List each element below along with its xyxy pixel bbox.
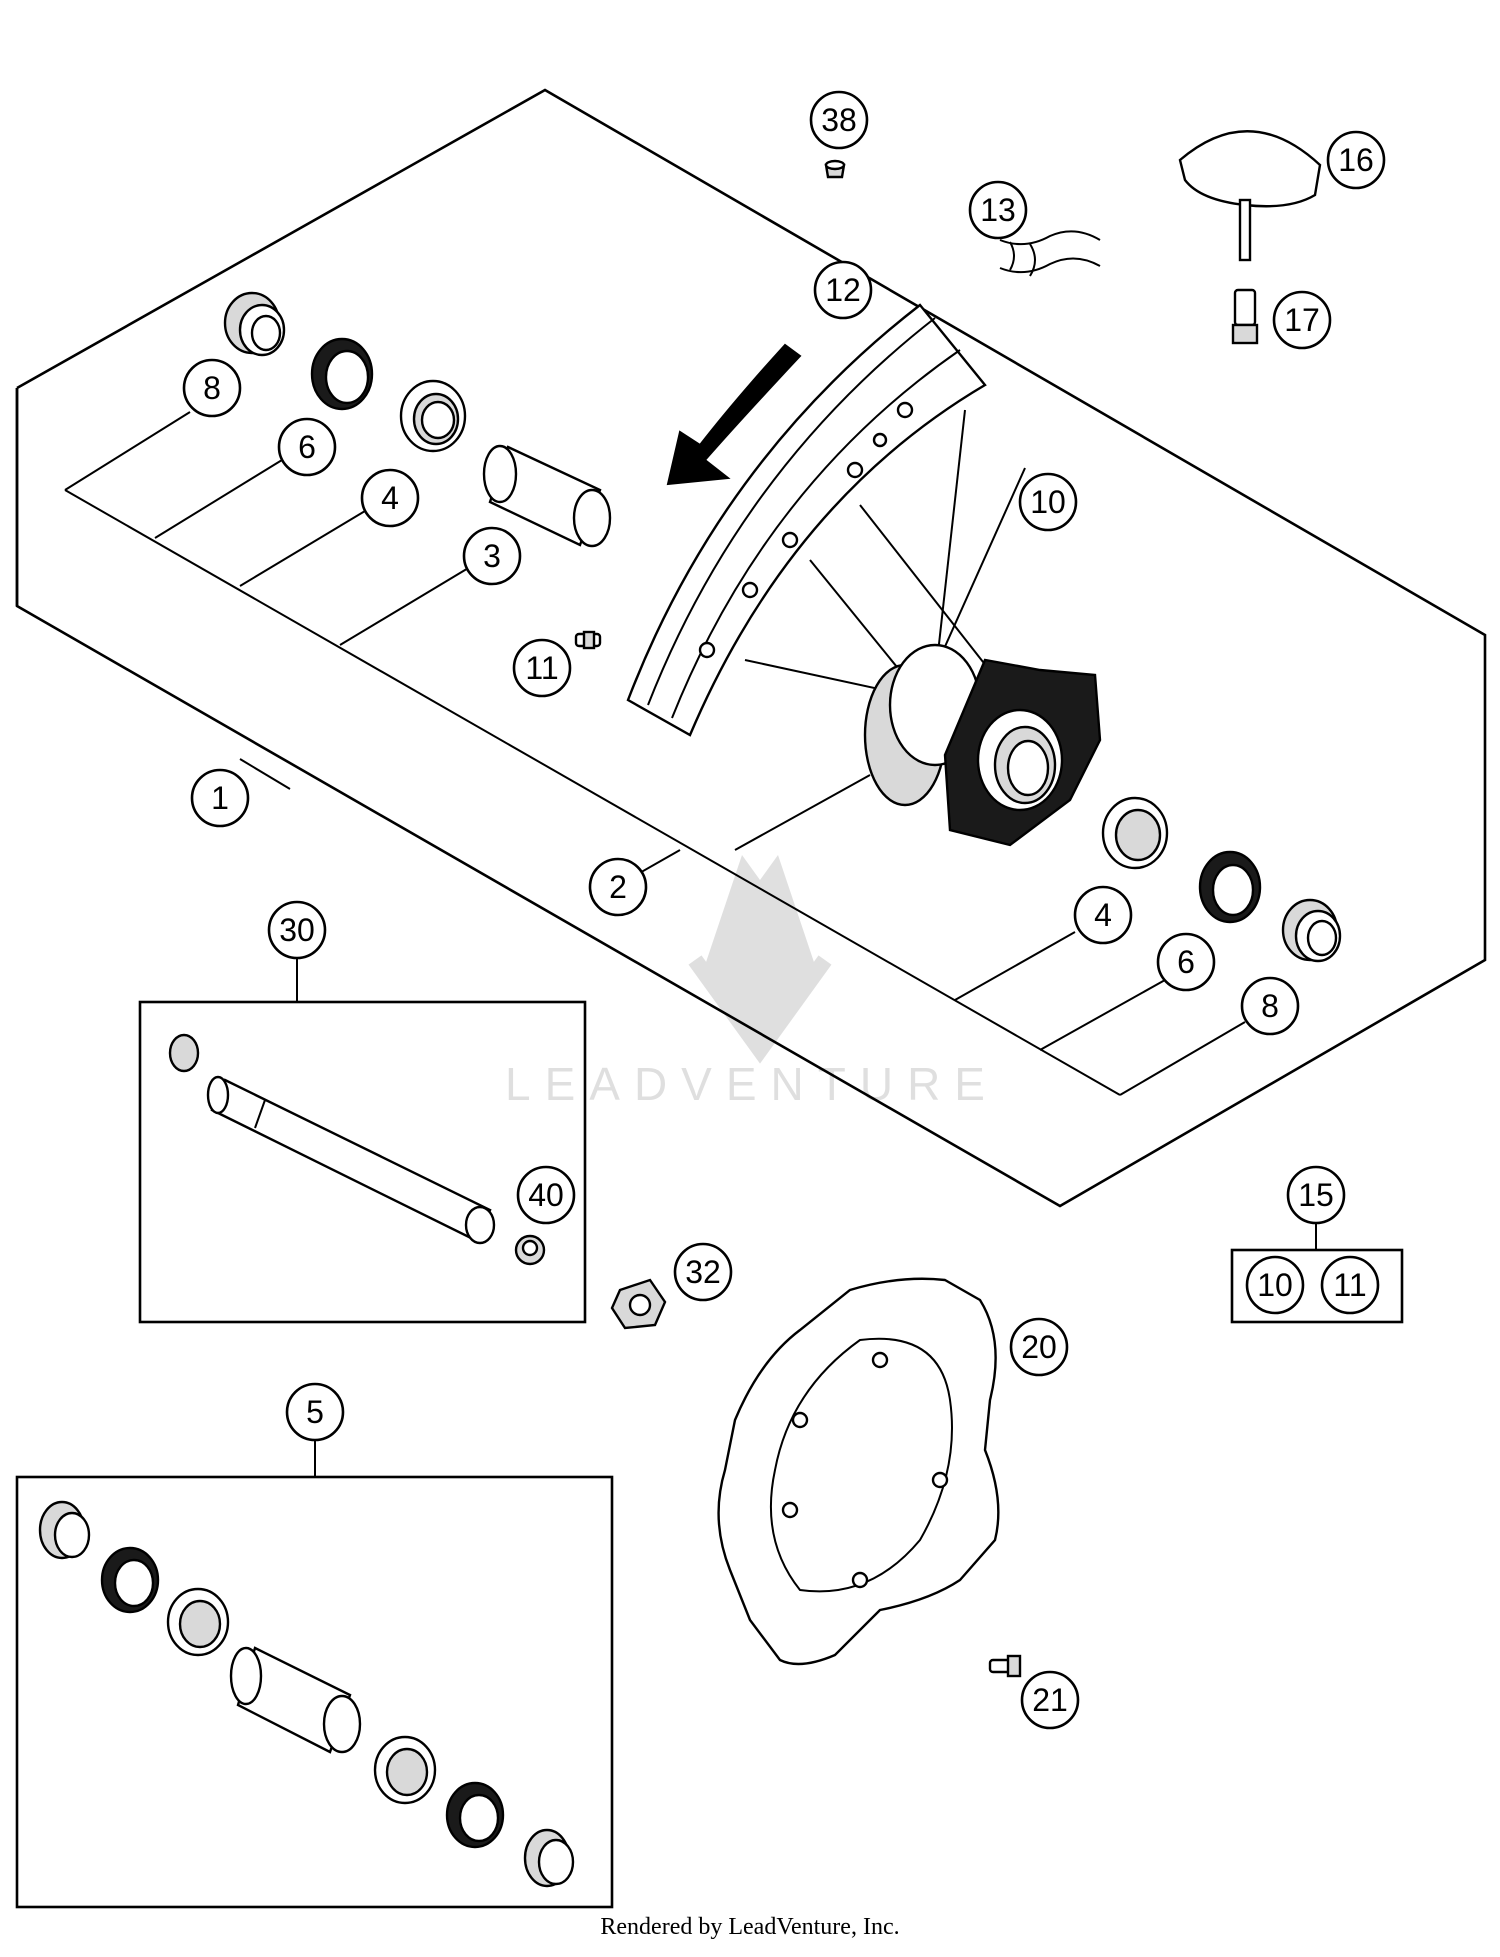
callout-40[interactable]: 40 xyxy=(516,1165,576,1225)
svg-text:2: 2 xyxy=(609,869,627,905)
svg-text:8: 8 xyxy=(1261,988,1279,1024)
callout-1[interactable]: 1 xyxy=(190,768,250,828)
svg-text:5: 5 xyxy=(306,1394,324,1430)
callout-11[interactable]: 11 xyxy=(512,638,572,698)
svg-text:3: 3 xyxy=(483,538,501,574)
bearing-4-left xyxy=(399,379,467,453)
brake-disc-20 xyxy=(717,1277,1000,1666)
seal-6-left xyxy=(310,337,374,411)
callout-20[interactable]: 20 xyxy=(1009,1317,1069,1377)
left-bearing-leader-lines xyxy=(64,411,1121,1096)
callout-8-left[interactable]: 8 xyxy=(182,358,242,418)
callout-17[interactable]: 17 xyxy=(1272,290,1332,350)
svg-text:4: 4 xyxy=(1094,897,1112,933)
callout-38[interactable]: 38 xyxy=(809,90,869,150)
callout-16[interactable]: 16 xyxy=(1326,130,1386,190)
footer-credit: Rendered by LeadVenture, Inc. xyxy=(600,1914,900,1940)
axle-nut-40 xyxy=(514,1234,546,1266)
right-bearing-leader-lines xyxy=(954,931,1246,1096)
svg-text:6: 6 xyxy=(298,429,316,465)
callout-12[interactable]: 12 xyxy=(813,260,873,320)
axle-30 xyxy=(168,1033,496,1245)
svg-text:15: 15 xyxy=(1298,1177,1334,1213)
svg-text:8: 8 xyxy=(203,370,221,406)
callout-10[interactable]: 10 xyxy=(1018,472,1078,532)
callout-6-right[interactable]: 6 xyxy=(1156,932,1216,992)
seal-8-left xyxy=(223,291,286,357)
rim-lock-nut-17 xyxy=(1231,288,1259,345)
callout-3[interactable]: 3 xyxy=(462,526,522,586)
svg-text:32: 32 xyxy=(685,1254,721,1290)
nut-32 xyxy=(610,1278,667,1330)
svg-text:6: 6 xyxy=(1177,944,1195,980)
callout-13[interactable]: 13 xyxy=(968,180,1028,240)
svg-text:4: 4 xyxy=(381,480,399,516)
svg-text:13: 13 xyxy=(980,192,1016,228)
callout-30[interactable]: 30 xyxy=(267,900,327,960)
screw-11 xyxy=(574,630,602,650)
bearing-kit-parts xyxy=(38,1500,575,1888)
callout-4-left[interactable]: 4 xyxy=(360,468,420,528)
callout-32[interactable]: 32 xyxy=(673,1242,733,1302)
callout-2[interactable]: 2 xyxy=(588,857,648,917)
axle-kit-box xyxy=(138,1000,587,1324)
svg-text:40: 40 xyxy=(528,1177,564,1213)
bearing-4-right xyxy=(1101,796,1169,870)
watermark-text: LEADVENTURE xyxy=(505,1058,999,1110)
spacer-3 xyxy=(482,444,612,548)
svg-text:16: 16 xyxy=(1338,142,1374,178)
svg-text:38: 38 xyxy=(821,102,857,138)
disc-bolt-21 xyxy=(988,1654,1022,1678)
valve-cap-38 xyxy=(824,159,846,179)
wheel-rim xyxy=(626,303,987,737)
rotation-direction-arrow xyxy=(666,343,802,486)
callout-15-11[interactable]: 11 xyxy=(1320,1255,1380,1315)
seal-8-right xyxy=(1281,898,1342,963)
callout-21[interactable]: 21 xyxy=(1020,1670,1080,1730)
callout-8-right[interactable]: 8 xyxy=(1240,976,1300,1036)
callout-5[interactable]: 5 xyxy=(285,1382,345,1442)
svg-text:11: 11 xyxy=(525,650,558,686)
svg-text:30: 30 xyxy=(279,912,315,948)
callout-6-left[interactable]: 6 xyxy=(277,417,337,477)
right-bearing-stack xyxy=(1101,796,1342,963)
wheel-assembly-outline xyxy=(15,88,1487,1208)
callout-4-right[interactable]: 4 xyxy=(1073,885,1133,945)
svg-text:10: 10 xyxy=(1030,484,1066,520)
seal-6-right xyxy=(1198,850,1262,924)
rim-tape-13 xyxy=(999,230,1101,277)
svg-text:10: 10 xyxy=(1257,1267,1293,1303)
tube-16 xyxy=(1178,130,1322,262)
left-bearing-stack xyxy=(223,291,612,548)
svg-text:20: 20 xyxy=(1021,1329,1057,1365)
svg-text:12: 12 xyxy=(825,272,861,308)
callout-15-10[interactable]: 10 xyxy=(1245,1255,1305,1315)
svg-text:17: 17 xyxy=(1284,302,1320,338)
svg-text:21: 21 xyxy=(1032,1682,1068,1718)
svg-text:1: 1 xyxy=(211,780,229,816)
svg-text:11: 11 xyxy=(1333,1267,1366,1303)
wheel-hub xyxy=(863,643,1102,847)
callout-15[interactable]: 15 xyxy=(1286,1165,1346,1225)
